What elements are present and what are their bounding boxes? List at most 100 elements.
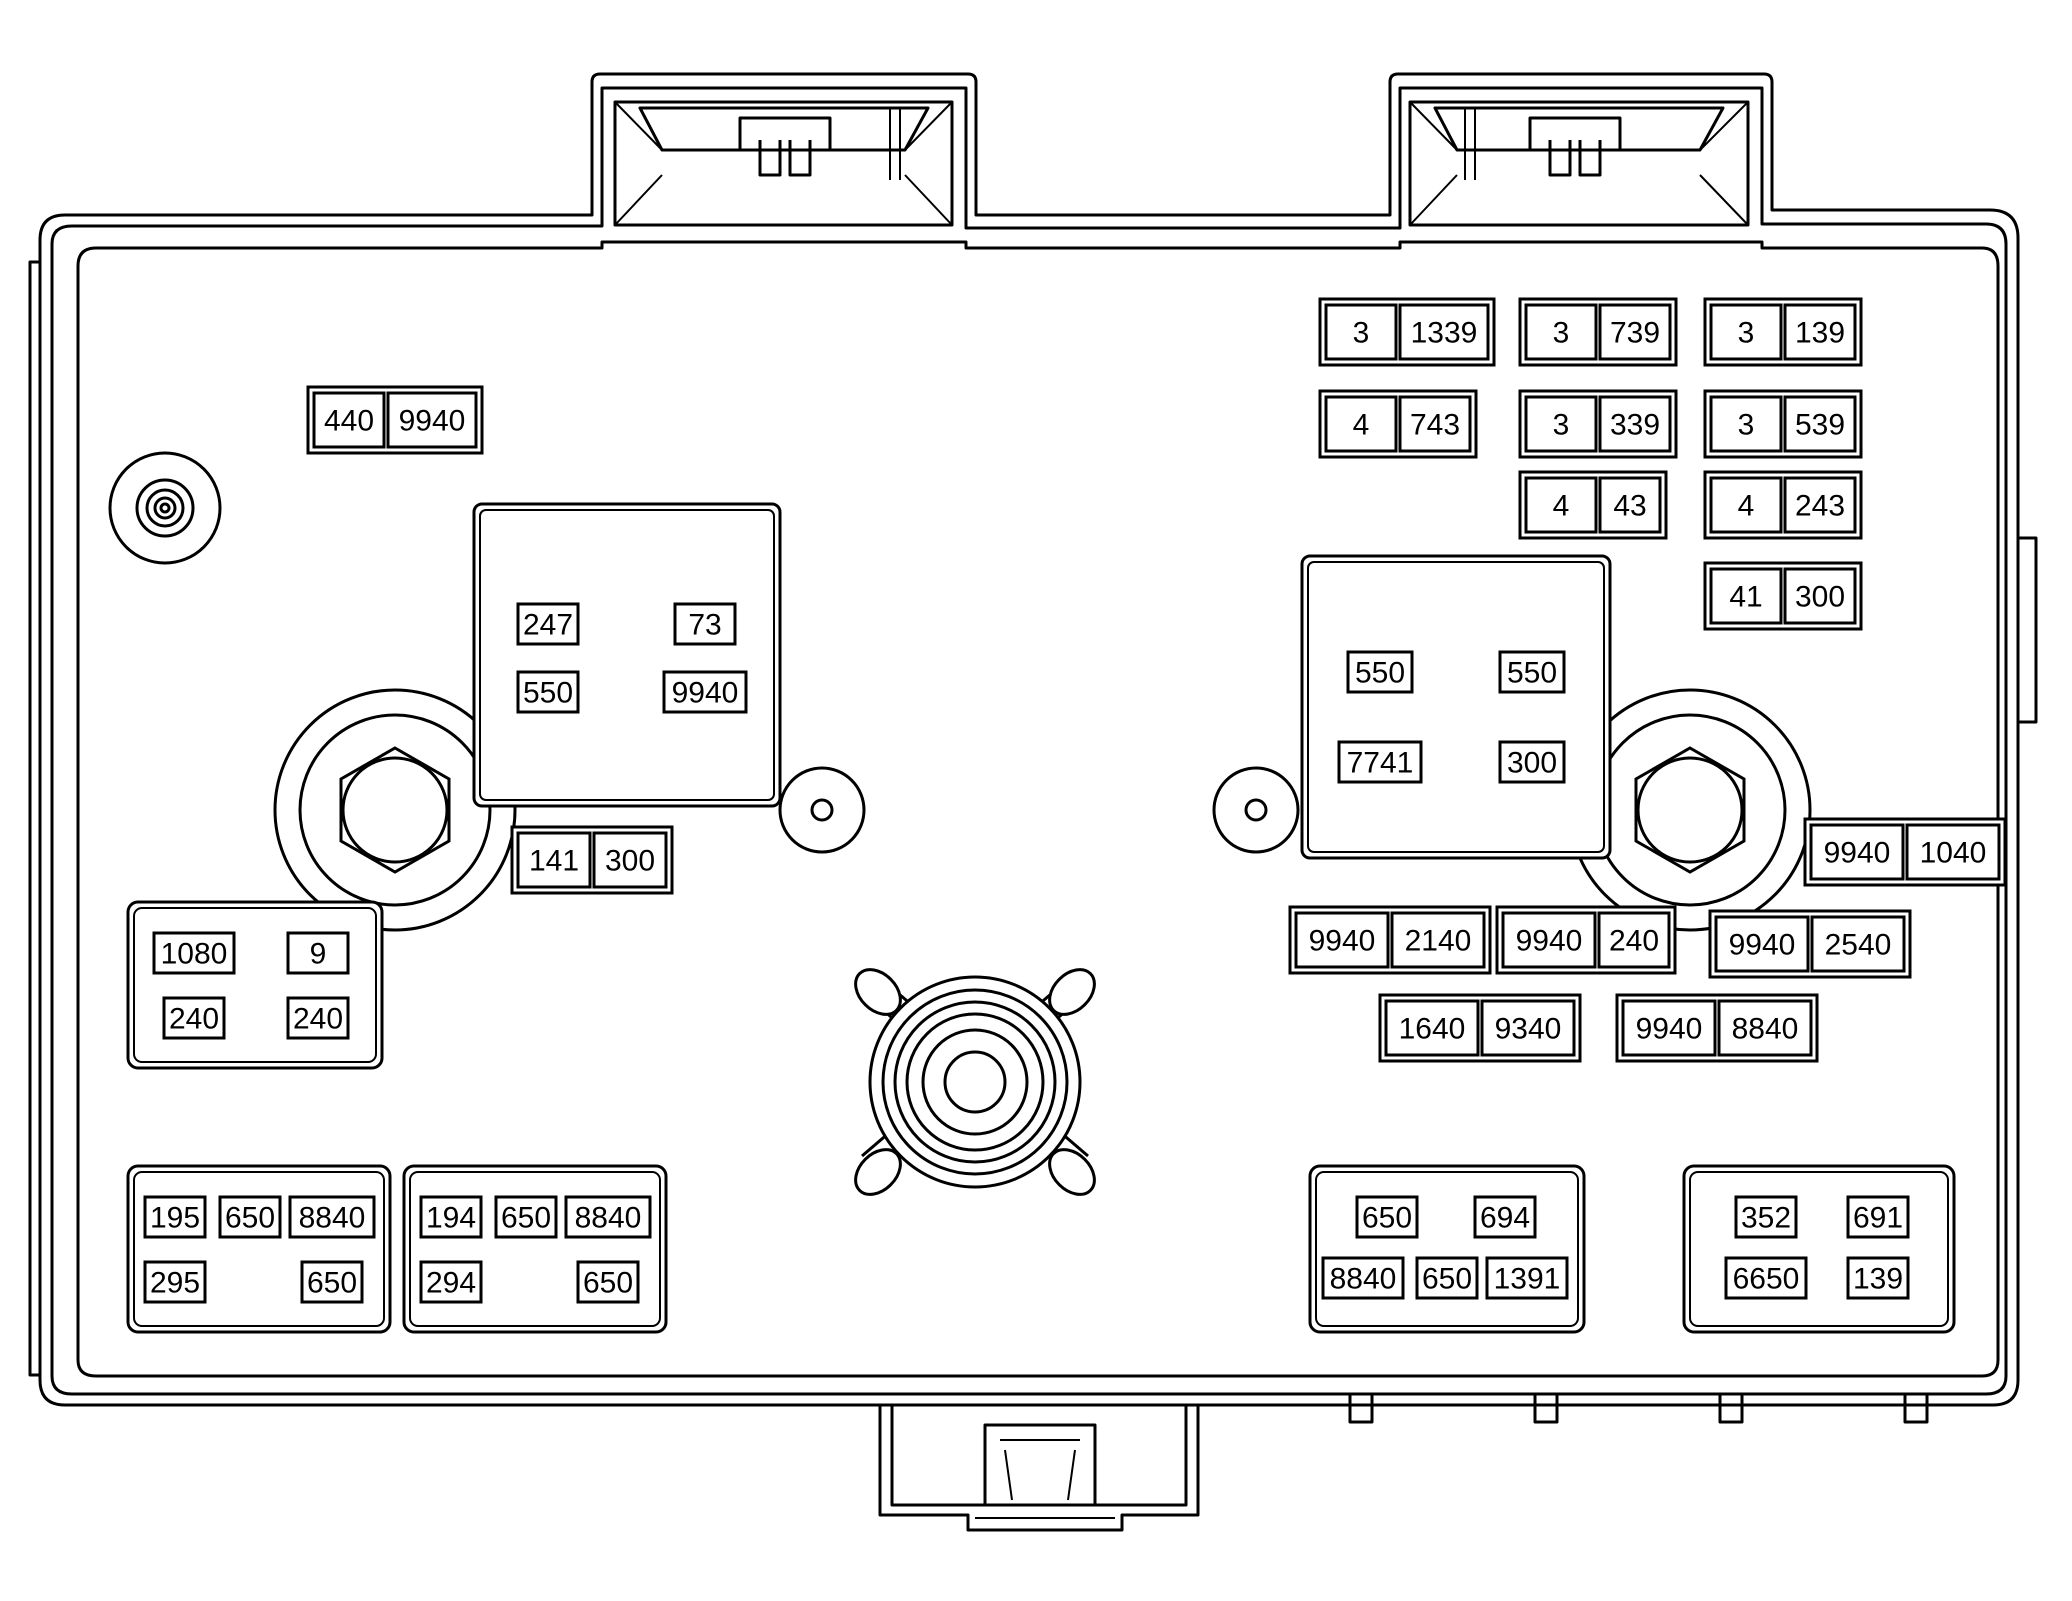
block-352-label-0-box: [1734, 1195, 1798, 1239]
pair-3-1339-label-b-text: 1339: [1411, 317, 1478, 350]
pair-4-743-label-b: 743: [1398, 395, 1472, 453]
block-195-label-2: 8840: [288, 1195, 376, 1239]
pair-9940-2540-label-b-box: [1810, 915, 1906, 973]
block-1080-label-1-text: 9: [310, 938, 327, 971]
block-194-label-1: 650: [494, 1195, 558, 1239]
block-195-label-4-text: 650: [307, 1267, 357, 1300]
pair-3-739-label-b: 739: [1598, 303, 1672, 361]
relay-right-label-2-box: [1337, 740, 1423, 784]
pair-440-9940-label-a-box: [312, 391, 386, 449]
pair-3-139-label-b-text: 139: [1795, 317, 1845, 350]
pair-9940-2140-label-b-text: 2140: [1405, 925, 1472, 958]
block-650-label-2-text: 8840: [1330, 1263, 1397, 1296]
pair-9940-1040-label-a: 9940: [1809, 823, 1905, 881]
relay-right-label-3-box: [1498, 740, 1566, 784]
pair-3-339-label-a-text: 3: [1553, 409, 1570, 442]
relay-right-label-0-box: [1346, 650, 1414, 694]
pair-3-739-label-b-text: 739: [1610, 317, 1660, 350]
relay-right-label-1-box: [1498, 650, 1566, 694]
block-194-label-1-box: [494, 1195, 558, 1239]
pair-3-539-label-b: 539: [1783, 395, 1857, 453]
pair-9940-8840-label-b-box: [1717, 999, 1813, 1057]
pair-9940-2140-label-a-box: [1294, 911, 1390, 969]
pair-9940-2540-label-a: 9940: [1714, 915, 1810, 973]
block-195-label-4: 650: [300, 1260, 364, 1304]
block-1080-label-3: 240: [286, 996, 350, 1040]
pair-3-139-label-a-box: [1709, 303, 1783, 361]
pair-9940-2140-label-a: 9940: [1294, 911, 1390, 969]
block-195-label-1-text: 650: [225, 1202, 275, 1235]
block-194-label-4: 650: [576, 1260, 640, 1304]
pair-440-9940-label-a-text: 440: [324, 405, 374, 438]
block-650-label-1-box: [1473, 1195, 1537, 1239]
block-194-label-2: 8840: [564, 1195, 652, 1239]
pair-4-743-label-a-text: 4: [1353, 409, 1370, 442]
block-352-label-2-text: 6650: [1733, 1263, 1800, 1296]
pair-9940-240-label-a-box: [1501, 911, 1597, 969]
block-650-label-3-text: 650: [1422, 1263, 1472, 1296]
block-352-label-2-box: [1724, 1256, 1808, 1300]
pair-3-1339-label-a: 3: [1324, 303, 1398, 361]
pair-141-300-label-a-text: 141: [529, 845, 579, 878]
block-1080-label-1-box: [286, 931, 350, 975]
pair-4-43-label-a: 4: [1524, 476, 1598, 534]
pair-3-1339-label-a-text: 3: [1353, 317, 1370, 350]
relay-left-label-2-text: 550: [523, 677, 573, 710]
pair-9940-2140-label-b: 2140: [1390, 911, 1486, 969]
pair-9940-2140-label-a-text: 9940: [1309, 925, 1376, 958]
pair-3-539-label-b-text: 539: [1795, 409, 1845, 442]
pair-4-243-label-b-text: 243: [1795, 490, 1845, 523]
relay-right-label-3-text: 300: [1507, 747, 1557, 780]
block-195-label-2-box: [288, 1195, 376, 1239]
pair-41-300-label-b: 300: [1783, 567, 1857, 625]
block-194-label-2-box: [564, 1195, 652, 1239]
pair-3-339-label-a: 3: [1524, 395, 1598, 453]
pair-4-243-label-a: 4: [1709, 476, 1783, 534]
relay-right-label-2: 7741: [1337, 740, 1423, 784]
block-650-label-0-box: [1355, 1195, 1419, 1239]
pair-9940-8840-label-a: 9940: [1621, 999, 1717, 1057]
relay-right-label-1-text: 550: [1507, 657, 1557, 690]
pair-9940-240-label-b-text: 240: [1609, 925, 1659, 958]
pair-141-300-label-b-box: [592, 831, 668, 889]
block-195-label-0: 195: [143, 1195, 207, 1239]
block-194-label-0-box: [419, 1195, 483, 1239]
pair-9940-1040-label-a-text: 9940: [1824, 837, 1891, 870]
pair-9940-2140-label-b-box: [1390, 911, 1486, 969]
block-352-label-1: 691: [1846, 1195, 1910, 1239]
block-352-label-0-text: 352: [1741, 1202, 1791, 1235]
block-195-label-3-box: [143, 1260, 207, 1304]
pair-3-1339-label-a-box: [1324, 303, 1398, 361]
pair-3-339-label-a-box: [1524, 395, 1598, 453]
block-650-inner: [1315, 1171, 1579, 1327]
pair-141-300-label-a-box: [516, 831, 592, 889]
block-1080-label-3-box: [286, 996, 350, 1040]
block-650-label-4-box: [1485, 1256, 1569, 1300]
pair-3-139-label-a: 3: [1709, 303, 1783, 361]
block-1080-label-2: 240: [162, 996, 226, 1040]
block-650-label-0-text: 650: [1362, 1202, 1412, 1235]
pair-4-243-label-a-box: [1709, 476, 1783, 534]
pair-141-300-label-a: 141: [516, 831, 592, 889]
pair-9940-2540-label-a-box: [1714, 915, 1810, 973]
block-1080-label-0: 1080: [152, 931, 236, 975]
relay-right-label-0: 550: [1346, 650, 1414, 694]
pair-141-300-label-b: 300: [592, 831, 668, 889]
pair-3-139-label-b: 139: [1783, 303, 1857, 361]
block-195-label-3: 295: [143, 1260, 207, 1304]
pair-41-300-label-a-text: 41: [1729, 581, 1762, 614]
block-195-label-3-text: 295: [150, 1267, 200, 1300]
pair-1640-9340-label-a-box: [1384, 999, 1480, 1057]
pair-3-539-label-a-box: [1709, 395, 1783, 453]
block-650-label-1: 694: [1473, 1195, 1537, 1239]
relay-left-label-3: 9940: [662, 670, 748, 714]
block-1080-label-3-text: 240: [293, 1003, 343, 1036]
pair-4-243-label-a-text: 4: [1738, 490, 1755, 523]
block-194-label-0-text: 194: [426, 1202, 476, 1235]
block-194-label-4-text: 650: [583, 1267, 633, 1300]
pair-9940-2540-label-b: 2540: [1810, 915, 1906, 973]
relay-right-label-3: 300: [1498, 740, 1566, 784]
pair-9940-8840-label-b-text: 8840: [1732, 1013, 1799, 1046]
